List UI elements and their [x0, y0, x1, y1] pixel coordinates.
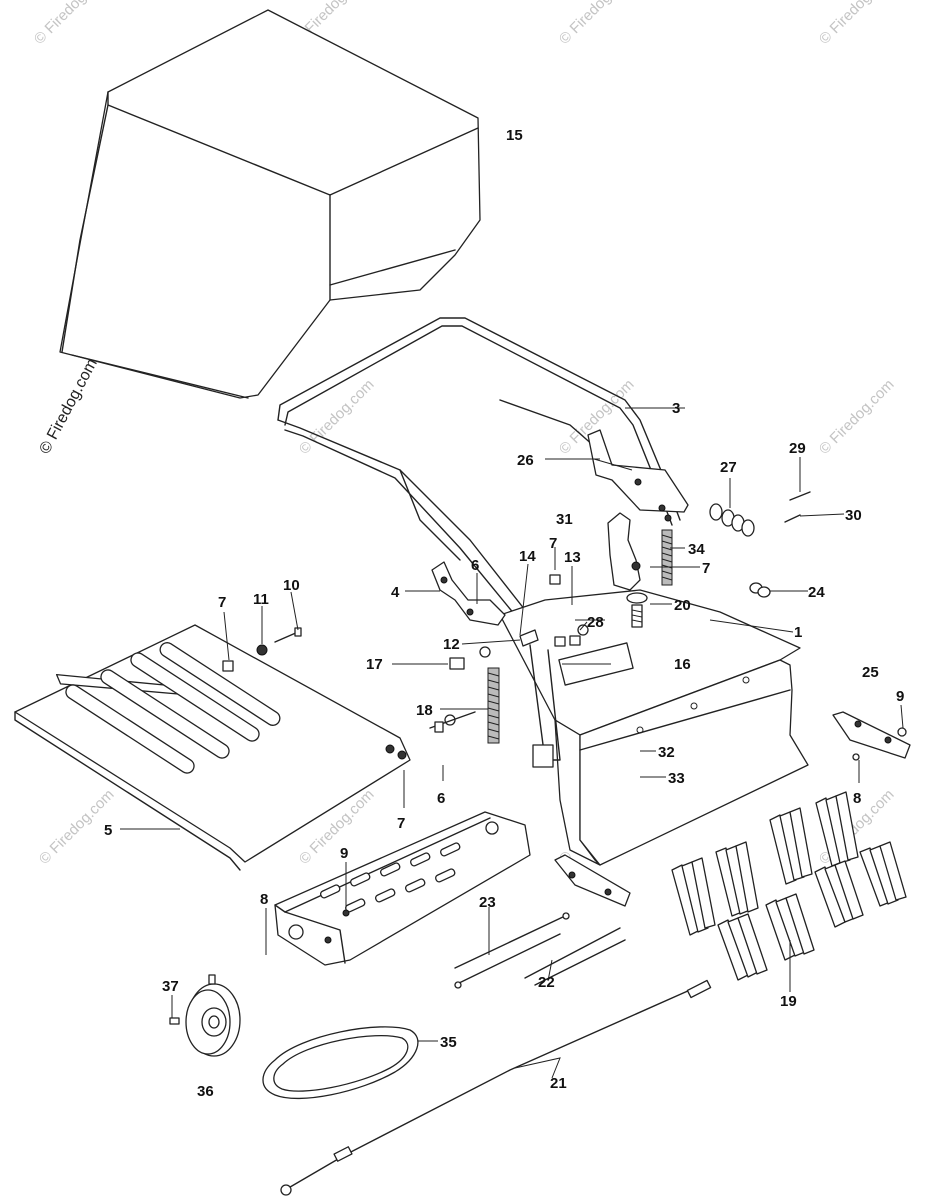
chute-body-part-1 [499, 589, 809, 866]
watermark-mid-1: © Firedog.com [296, 376, 378, 458]
pulley-part-36 [169, 974, 241, 1057]
watermark-main: © Firedog.com [37, 356, 101, 457]
label-part-7c: 7 [702, 560, 710, 577]
label-part-33: 33 [668, 770, 685, 787]
label-part-16: 16 [674, 656, 691, 673]
label-part-11: 11 [253, 591, 269, 608]
plate-hardware [222, 627, 476, 733]
label-part-10: 10 [283, 577, 300, 594]
label-part-3: 3 [672, 400, 680, 417]
spring-lever-part-34 [607, 512, 673, 591]
label-part-19: 19 [780, 993, 797, 1010]
label-part-29: 29 [789, 440, 806, 457]
label-part-5: 5 [104, 822, 112, 839]
label-part-7b: 7 [549, 535, 557, 552]
label-part-25: 25 [862, 664, 879, 681]
label-part-37: 37 [162, 978, 179, 995]
label-part-4: 4 [391, 584, 400, 601]
hardware-cluster [431, 561, 648, 670]
label-part-15: 15 [506, 127, 523, 144]
leader-lines [120, 407, 904, 1079]
label-part-17: 17 [366, 656, 383, 673]
label-part-12: 12 [443, 636, 460, 653]
blades-part-19 [671, 791, 907, 981]
base-bracket-part-2 [274, 811, 531, 966]
label-part-6b: 6 [437, 790, 445, 807]
label-part-21: 21 [550, 1075, 567, 1092]
deflector-plate-part-5 [14, 624, 411, 871]
label-part-36: 36 [197, 1083, 214, 1100]
label-part-14: 14 [519, 548, 536, 565]
label-part-8b: 8 [853, 790, 861, 807]
label-part-32: 32 [658, 744, 675, 761]
label-part-27: 27 [720, 459, 737, 476]
small-bracket [554, 711, 911, 907]
watermark-top-4: © Firedog.com [816, 0, 898, 48]
label-part-7d: 7 [397, 815, 405, 832]
label-part-35: 35 [440, 1034, 457, 1051]
label-part-18: 18 [416, 702, 433, 719]
label-part-24: 24 [808, 584, 825, 601]
label-part-20: 20 [674, 597, 691, 614]
label-part-9b: 9 [896, 688, 904, 705]
part-labels: 3 26 1 15 5 4 6 6 7 7 7 7 8 8 9 9 10 11 … [104, 127, 904, 1100]
washers-pins [709, 491, 811, 598]
label-part-8a: 8 [260, 891, 268, 908]
watermark-mid-3: © Firedog.com [816, 376, 898, 458]
label-part-13: 13 [564, 549, 581, 566]
label-part-6a: 6 [471, 557, 479, 574]
label-part-9a: 9 [340, 845, 348, 862]
label-part-34: 34 [688, 541, 705, 558]
belt-part-35 [262, 1026, 419, 1100]
cables-parts-22-23 [454, 912, 626, 989]
label-part-1: 1 [794, 624, 802, 641]
grass-bag-part-15 [59, 9, 481, 399]
label-part-28: 28 [587, 614, 604, 631]
label-part-7a: 7 [218, 594, 226, 611]
spring-part-18 [487, 667, 500, 744]
watermark-top-3: © Firedog.com [556, 0, 638, 48]
bracket-part-26 [587, 429, 689, 522]
label-part-31: 31 [556, 511, 573, 528]
watermark-top-1: © Firedog.com [31, 0, 113, 48]
label-part-23: 23 [479, 894, 496, 911]
label-part-22: 22 [538, 974, 555, 991]
cable-part-21 [280, 979, 712, 1196]
label-part-26: 26 [517, 452, 534, 469]
label-part-30: 30 [845, 507, 862, 524]
